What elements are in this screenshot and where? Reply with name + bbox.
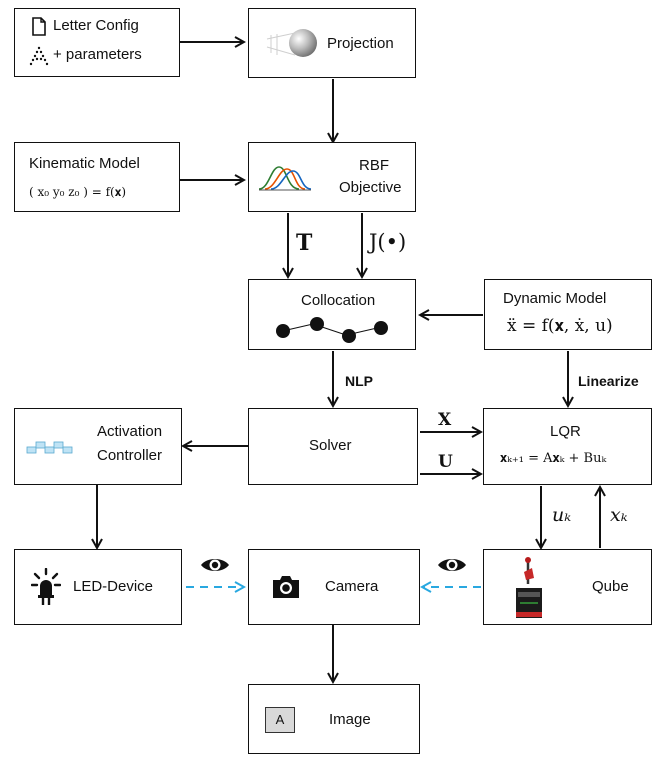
lqr-node[interactable]: LQR 𝐱ₖ₊₁ = A𝐱ₖ + Buₖ (483, 408, 652, 485)
collocation-points-icon (276, 317, 388, 343)
edge-label-nlp: NLP (345, 373, 373, 389)
edge-label-X: 𝐗 (438, 410, 452, 430)
projection-node[interactable]: Projection (248, 8, 416, 78)
letter-a-thumbnail: A (265, 707, 295, 733)
qube-label: Qube (592, 578, 629, 595)
image-label: Image (329, 711, 371, 728)
qube-device-icon (516, 557, 542, 618)
camera-label: Camera (325, 578, 379, 595)
document-icon (32, 17, 46, 36)
objective-label: Objective (339, 179, 402, 196)
sphere-projection-icon (266, 29, 317, 57)
eye-icon-left (201, 559, 229, 571)
led-device-label: LED-Device (73, 578, 154, 595)
controller-label: Controller (97, 447, 163, 464)
rbf-objective-node[interactable]: RBF Objective (248, 142, 416, 212)
solver-label: Solver (309, 437, 352, 454)
eye-icon-right (438, 559, 466, 571)
letter-config-node[interactable]: Letter Config + parameters (14, 8, 180, 77)
dynamic-model-node[interactable]: Dynamic Model ẍ = f(𝐱, ẋ, u) (484, 279, 652, 350)
collocation-label: Collocation (301, 292, 376, 309)
activation-label: Activation (97, 423, 163, 440)
edge-label-U: 𝐔 (438, 452, 453, 472)
edge-label-xk: xₖ (610, 504, 628, 526)
pulse-signal-icon (26, 441, 73, 454)
kinematic-model-node[interactable]: Kinematic Model ( x₀ y₀ z₀ ) = f(𝐱) (14, 142, 180, 212)
parameters-label: + parameters (53, 46, 142, 63)
projection-label: Projection (327, 35, 394, 52)
led-device-node[interactable]: LED-Device (14, 549, 182, 625)
rbf-label: RBF (359, 157, 389, 174)
activation-controller-node[interactable]: Activation Controller (14, 408, 182, 485)
camera-node[interactable]: Camera (248, 549, 420, 625)
kinematic-model-equation: ( x₀ y₀ z₀ ) = f(𝐱) (29, 185, 126, 199)
lqr-equation: 𝐱ₖ₊₁ = A𝐱ₖ + Buₖ (500, 451, 607, 466)
kinematic-model-title: Kinematic Model (29, 155, 140, 172)
solver-node[interactable]: Solver (248, 408, 418, 485)
qube-node[interactable]: Qube (483, 549, 652, 625)
dotted-letter-icon (29, 46, 49, 66)
letter-config-label: Letter Config (53, 17, 139, 34)
edge-label-T: 𝐓 (296, 230, 313, 256)
collocation-node[interactable]: Collocation (248, 279, 416, 350)
lqr-title: LQR (550, 423, 581, 440)
edge-label-uk: uₖ (552, 504, 572, 526)
led-bulb-icon (31, 568, 61, 605)
image-node[interactable]: A Image (248, 684, 420, 754)
edge-label-linearize: Linearize (578, 373, 639, 389)
edge-label-J: J(•) (369, 230, 407, 254)
camera-icon (273, 576, 299, 598)
dynamic-model-equation: ẍ = f(𝐱, ẋ, u) (507, 316, 613, 336)
dynamic-model-title: Dynamic Model (503, 290, 607, 307)
rbf-curves-icon (259, 166, 311, 191)
